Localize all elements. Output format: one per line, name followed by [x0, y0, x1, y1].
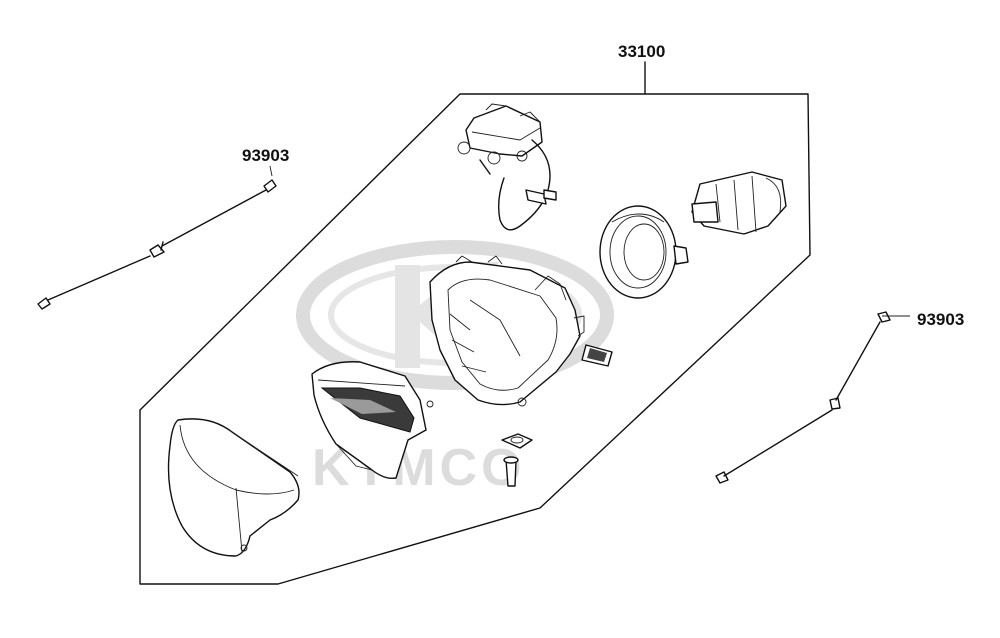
headlight-housing [429, 255, 585, 407]
assembly-part-number: 33100 [618, 42, 665, 61]
bulb-socket [691, 171, 787, 235]
screw-right-part-number: 93903 [917, 310, 964, 329]
adjuster-nut [501, 433, 533, 449]
headlight-lens [167, 418, 300, 557]
reflector [311, 361, 434, 480]
screw-left-part-number: 93903 [242, 146, 289, 165]
mounting-bolt [503, 456, 519, 487]
right-adjuster-screw [715, 311, 910, 484]
assembly-boundary [139, 93, 811, 585]
left-adjuster-screw [37, 165, 277, 310]
position-lamp-connector [457, 103, 557, 231]
grommet [581, 344, 613, 367]
dust-cover-ring [599, 205, 689, 299]
